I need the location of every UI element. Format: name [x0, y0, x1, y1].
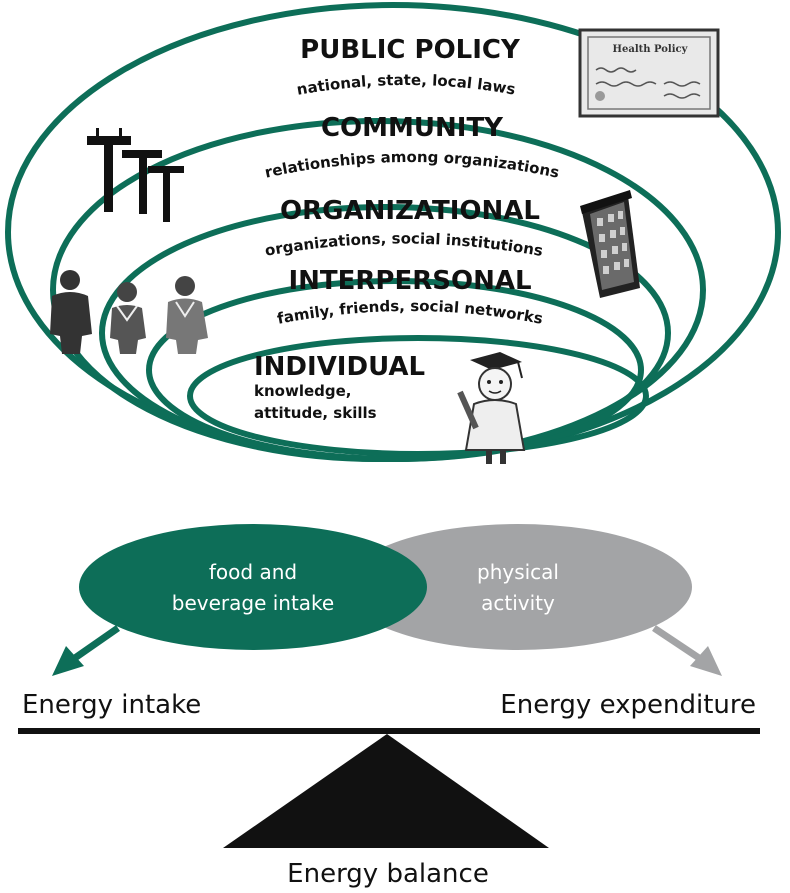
community-subtitle: relationships among organizations [263, 148, 561, 182]
public-policy-subtitle: national, state, local laws [295, 71, 517, 99]
balance-beam [18, 728, 760, 734]
physical-activity-ellipse [344, 524, 692, 650]
utility-poles-icon [87, 128, 184, 222]
people-group-icon [50, 270, 208, 354]
food-beverage-intake-ellipse [79, 524, 427, 650]
organizational-title: ORGANIZATIONAL [280, 196, 540, 226]
interpersonal-title: INTERPERSONAL [288, 266, 531, 296]
energy-expenditure-label: Energy expenditure [500, 690, 756, 720]
ecological-rings [5, 2, 781, 462]
graduate-person-icon [457, 352, 526, 464]
individual-title: INDIVIDUAL [254, 352, 425, 382]
ring-interpersonal [146, 278, 644, 462]
ring-individual [187, 335, 649, 457]
policy-document-title: Health Policy [613, 44, 689, 55]
public-policy-title: PUBLIC POLICY [300, 35, 521, 65]
individual-subtitle-line1: knowledge, [254, 382, 351, 400]
activity-label-line1: physical [477, 560, 559, 584]
person-left-icon [50, 270, 92, 354]
interpersonal-subtitle: family, friends, social networks [276, 297, 545, 328]
office-building-icon [580, 190, 640, 298]
activity-label-line2: activity [481, 591, 555, 615]
energy-intake-arrow [52, 625, 120, 676]
individual-subtitle-line2: attitude, skills [254, 404, 377, 422]
organizational-subtitle: organizations, social institutions [264, 229, 545, 260]
health-policy-document-icon: Health Policy [578, 28, 720, 118]
energy-balance-label: Energy balance [287, 859, 489, 889]
person-right-icon [166, 276, 208, 354]
person-middle-icon [110, 282, 146, 354]
food-label-line1: food and [209, 560, 297, 584]
energy-balance-diagram: food and beverage intake physical activi… [18, 524, 760, 889]
food-label-line2: beverage intake [172, 591, 334, 615]
balance-fulcrum [223, 734, 549, 848]
community-title: COMMUNITY [321, 113, 504, 143]
energy-intake-label: Energy intake [22, 690, 201, 720]
energy-expenditure-arrow [652, 625, 722, 676]
